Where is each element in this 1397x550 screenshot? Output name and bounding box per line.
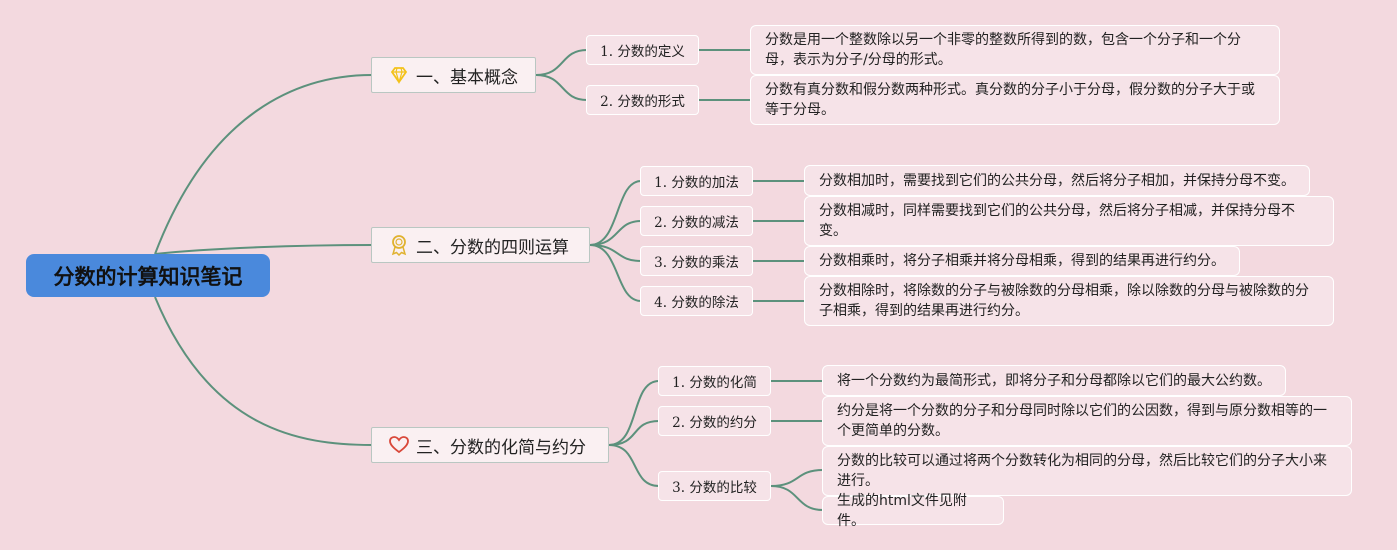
note-attachment: 生成的html文件见附件。 (822, 493, 1004, 529)
topic-fraction-addition[interactable]: 1. 分数的加法 (640, 166, 753, 196)
section-simplify-reduce[interactable]: 三、分数的化简与约分 (371, 427, 609, 463)
note-fraction-addition: 分数相加时，需要找到它们的公共分母，然后将分子相加，并保持分母不变。 (804, 165, 1310, 196)
diamond-icon (388, 64, 410, 86)
topic-fraction-reduce[interactable]: 2. 分数的约分 (658, 406, 771, 436)
topic-fraction-forms[interactable]: 2. 分数的形式 (586, 85, 699, 115)
topic-fraction-definition[interactable]: 1. 分数的定义 (586, 35, 699, 65)
note-fraction-forms: 分数有真分数和假分数两种形式。真分数的分子小于分母，假分数的分子大于或等于分母。 (750, 75, 1280, 125)
section-basic-concepts[interactable]: 一、基本概念 (371, 57, 536, 93)
heart-icon (388, 434, 410, 456)
section-four-operations[interactable]: 二、分数的四则运算 (371, 227, 590, 263)
note-fraction-definition: 分数是用一个整数除以另一个非零的整数所得到的数，包含一个分子和一个分母，表示为分… (750, 25, 1280, 75)
topic-fraction-division[interactable]: 4. 分数的除法 (640, 286, 753, 316)
note-fraction-subtraction: 分数相减时，同样需要找到它们的公共分母，然后将分子相减，并保持分母不变。 (804, 196, 1334, 246)
award-medal-icon (388, 234, 410, 256)
note-fraction-simplify: 将一个分数约为最简形式，即将分子和分母都除以它们的最大公约数。 (822, 365, 1286, 396)
topic-fraction-simplify[interactable]: 1. 分数的化简 (658, 366, 771, 396)
topic-fraction-compare[interactable]: 3. 分数的比较 (658, 471, 771, 501)
root-topic[interactable]: 分数的计算知识笔记 (26, 254, 270, 297)
section-title: 一、基本概念 (416, 67, 518, 88)
topic-fraction-subtraction[interactable]: 2. 分数的减法 (640, 206, 753, 236)
topic-fraction-multiplication[interactable]: 3. 分数的乘法 (640, 246, 753, 276)
section-title: 三、分数的化简与约分 (416, 437, 586, 458)
note-fraction-compare: 分数的比较可以通过将两个分数转化为相同的分母，然后比较它们的分子大小来进行。 (822, 446, 1352, 496)
section-title: 二、分数的四则运算 (416, 237, 569, 258)
note-fraction-multiplication: 分数相乘时，将分子相乘并将分母相乘，得到的结果再进行约分。 (804, 246, 1240, 276)
note-fraction-reduce: 约分是将一个分数的分子和分母同时除以它们的公因数，得到与原分数相等的一个更简单的… (822, 396, 1352, 446)
note-fraction-division: 分数相除时，将除数的分子与被除数的分母相乘，除以除数的分母与被除数的分子相乘，得… (804, 276, 1334, 326)
